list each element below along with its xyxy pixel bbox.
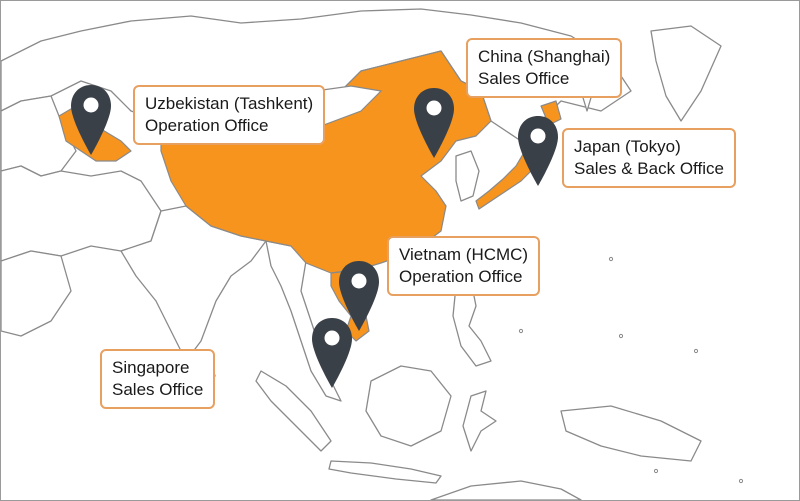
land-australia	[430, 480, 582, 500]
map-pin-icon[interactable]	[516, 114, 560, 188]
land-newguinea	[560, 405, 702, 462]
map-pin-icon[interactable]	[337, 259, 381, 333]
office-country: Japan (Tokyo)	[574, 137, 681, 156]
island-3	[618, 333, 624, 339]
island-6	[653, 468, 659, 474]
office-label-singapore: Singapore Sales Office	[100, 349, 216, 409]
office-label-china: China (Shanghai) Sales Office	[466, 38, 623, 98]
office-country: Vietnam (HCMC)	[399, 245, 529, 264]
office-country: Singapore	[112, 358, 190, 377]
island-4	[738, 478, 744, 484]
region-china	[160, 50, 492, 274]
land-java	[328, 460, 442, 484]
land-sumatra	[255, 370, 332, 452]
office-label-uzbekistan: Uzbekistan (Tashkent) Operation Office	[133, 85, 326, 145]
island-2	[693, 348, 699, 354]
office-label-vietnam: Vietnam (HCMC) Operation Office	[387, 236, 541, 296]
office-role: Sales Office	[112, 380, 204, 399]
land-korea	[455, 150, 480, 202]
land-borneo	[365, 365, 452, 447]
island-1	[608, 256, 614, 262]
office-label-japan: Japan (Tokyo) Sales & Back Office	[562, 128, 736, 188]
office-country: China (Shanghai)	[478, 47, 611, 66]
land-sulawesi	[462, 390, 497, 452]
map-pin-icon[interactable]	[310, 316, 354, 390]
map-pin-icon[interactable]	[412, 86, 456, 160]
land-kamchatka	[650, 25, 722, 122]
land-india	[120, 205, 267, 362]
office-role: Operation Office	[145, 116, 269, 135]
office-country: Uzbekistan (Tashkent)	[145, 94, 314, 113]
map-pin-icon[interactable]	[69, 83, 113, 157]
office-role: Sales Office	[478, 69, 570, 88]
island-5	[518, 328, 524, 334]
land-arabia	[1, 250, 72, 337]
office-role: Operation Office	[399, 267, 523, 286]
office-role: Sales & Back Office	[574, 159, 724, 178]
